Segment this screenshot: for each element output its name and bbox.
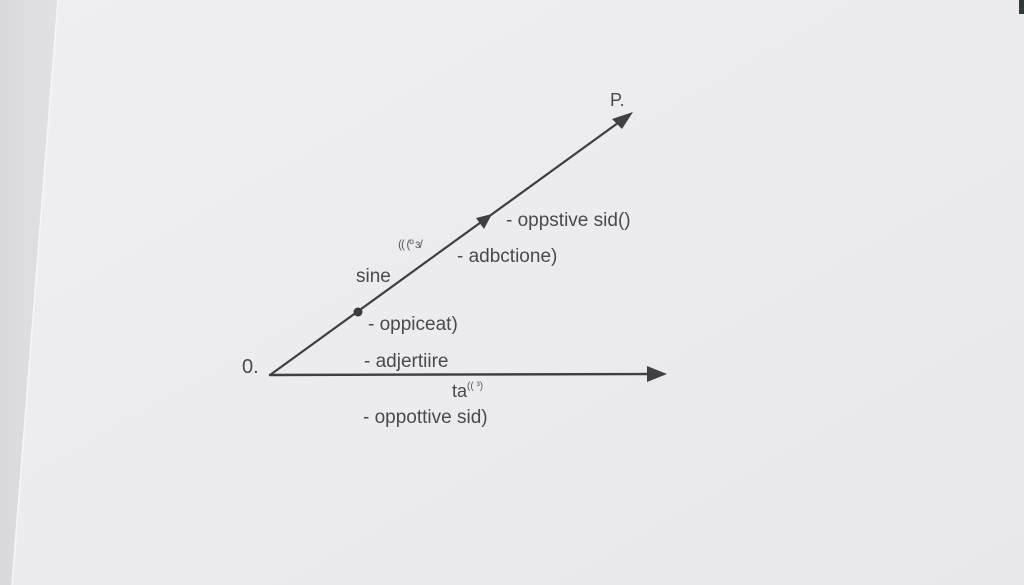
annotation-oppiceat: - oppiceat) <box>368 314 458 335</box>
annotation-adbctione: - adbctione) <box>457 246 558 267</box>
sine-superscript: (( (º ɜ/ <box>398 237 423 251</box>
annotation-oppottive-side: - oppottive sid) <box>363 407 488 428</box>
hypotenuse-arrowhead-icon <box>612 112 633 129</box>
origin-point-label: 0. <box>242 356 259 378</box>
annotation-oppstive-side: - oppstive sid() <box>506 210 631 231</box>
tan-label-superscript: (( ³) <box>467 381 484 392</box>
sine-label: sine <box>356 266 391 287</box>
base-line <box>268 372 654 377</box>
tan-label: ta(( ³) <box>452 381 484 401</box>
annotation-adjertiire: - adjertiire <box>364 351 449 372</box>
top-point-label: P. <box>610 90 625 110</box>
base-arrowhead-icon <box>647 366 667 382</box>
midline-arrowhead-icon <box>476 214 492 229</box>
tan-label-main: ta <box>452 381 468 401</box>
hypotenuse-line <box>268 118 624 377</box>
point-marker-dot <box>353 307 363 317</box>
